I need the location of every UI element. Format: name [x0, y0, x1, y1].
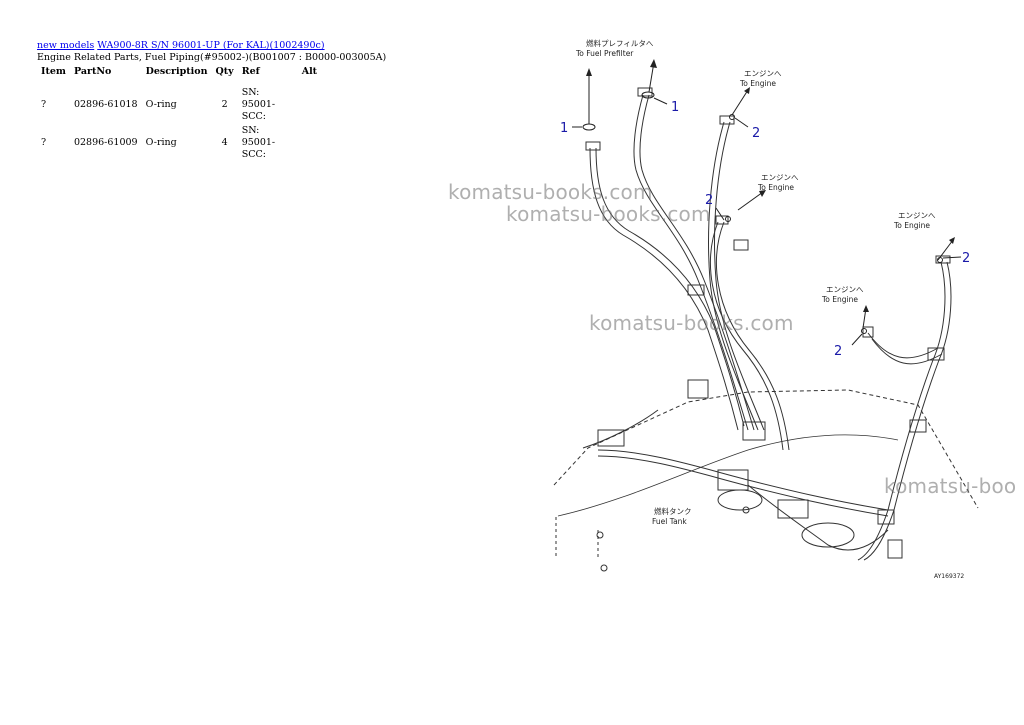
cell-partno: 02896-61009: [73, 137, 138, 148]
cell-description: O-ring: [145, 99, 177, 110]
label-prefilter-en: To Fuel Prefilter: [575, 49, 634, 58]
watermark: komatsu-books.com: [448, 180, 653, 204]
callout-number: 2: [962, 251, 970, 266]
o-ring-1a: [582, 123, 596, 131]
cell-partno: 02896-61018: [73, 99, 138, 110]
o-ring-2d: [861, 328, 867, 334]
label-engine-en: To Engine: [893, 221, 930, 230]
breadcrumb-link-model[interactable]: WA900-8R S/N 96001-UP (For KAL)(1002490c…: [97, 40, 325, 51]
parts-table: Item PartNo Description Qty Ref Alt ? 02…: [37, 66, 321, 162]
table-row: ? 02896-61018 O-ring 2 SN: 95001-SCC:: [37, 86, 321, 124]
label-engine-jp: エンジンへ: [761, 173, 799, 182]
label-engine-jp: エンジンへ: [826, 285, 864, 294]
cell-ref: SN: 95001-SCC:: [241, 87, 276, 122]
page-title: Engine Related Parts, Fuel Piping(#95002…: [37, 52, 387, 63]
label-tank-jp: 燃料タンク: [654, 506, 692, 516]
label-engine-en: To Engine: [757, 183, 794, 192]
column-header-alt: Alt: [301, 66, 318, 77]
label-engine-jp: エンジンへ: [744, 69, 782, 78]
watermark: komatsu-books.com: [506, 202, 711, 226]
breadcrumb-link-new-models[interactable]: new models: [37, 40, 95, 51]
column-header-item: Item: [41, 66, 66, 77]
column-header-description: Description: [145, 66, 208, 77]
fuel-piping-drawing: 1 1 2 2 2 2 燃料プレフィルタへ To Fuel Prefilter …: [553, 38, 979, 580]
column-header-ref: Ref: [241, 66, 260, 77]
cell-alt: [298, 124, 321, 162]
label-engine-jp: エンジンへ: [898, 211, 936, 220]
cell-qty: 4: [221, 137, 228, 148]
callout-number: 1: [671, 100, 679, 115]
label-prefilter-jp: 燃料プレフィルタへ: [586, 38, 654, 48]
callout-number: 2: [834, 344, 842, 359]
tank-outline: [553, 389, 979, 509]
drawing-number: AY169372: [934, 573, 964, 580]
table-header-row: Item PartNo Description Qty Ref Alt: [37, 66, 321, 86]
callout-number: 2: [752, 126, 760, 141]
cell-alt: [298, 86, 321, 124]
callout-numbers: 1 1 2 2 2 2: [560, 100, 970, 359]
cell-ref: SN: 95001-SCC:: [241, 125, 276, 160]
callout-number: 1: [560, 121, 568, 136]
fuel-piping-diagram: 1 1 2 2 2 2 燃料プレフィルタへ To Fuel Prefilter …: [448, 30, 1024, 595]
label-tank-en: Fuel Tank: [652, 517, 687, 526]
column-header-qty: Qty: [215, 66, 234, 77]
o-ring-2b: [725, 216, 731, 222]
o-ring-1b: [641, 91, 655, 99]
table-row: ? 02896-61009 O-ring 4 SN: 95001-SCC:: [37, 124, 321, 162]
pipe-prefilter-left: [589, 147, 739, 431]
column-header-partno: PartNo: [73, 66, 112, 77]
label-engine-en: To Engine: [739, 79, 776, 88]
cell-item: ?: [41, 137, 47, 148]
cell-description: O-ring: [145, 137, 177, 148]
watermark: komatsu-books.com: [589, 311, 794, 335]
label-engine-en: To Engine: [821, 295, 858, 304]
cell-qty: 2: [221, 99, 228, 110]
cell-item: ?: [41, 99, 47, 110]
watermark: komatsu-boo: [884, 474, 1017, 498]
callout-number: 2: [705, 193, 713, 208]
